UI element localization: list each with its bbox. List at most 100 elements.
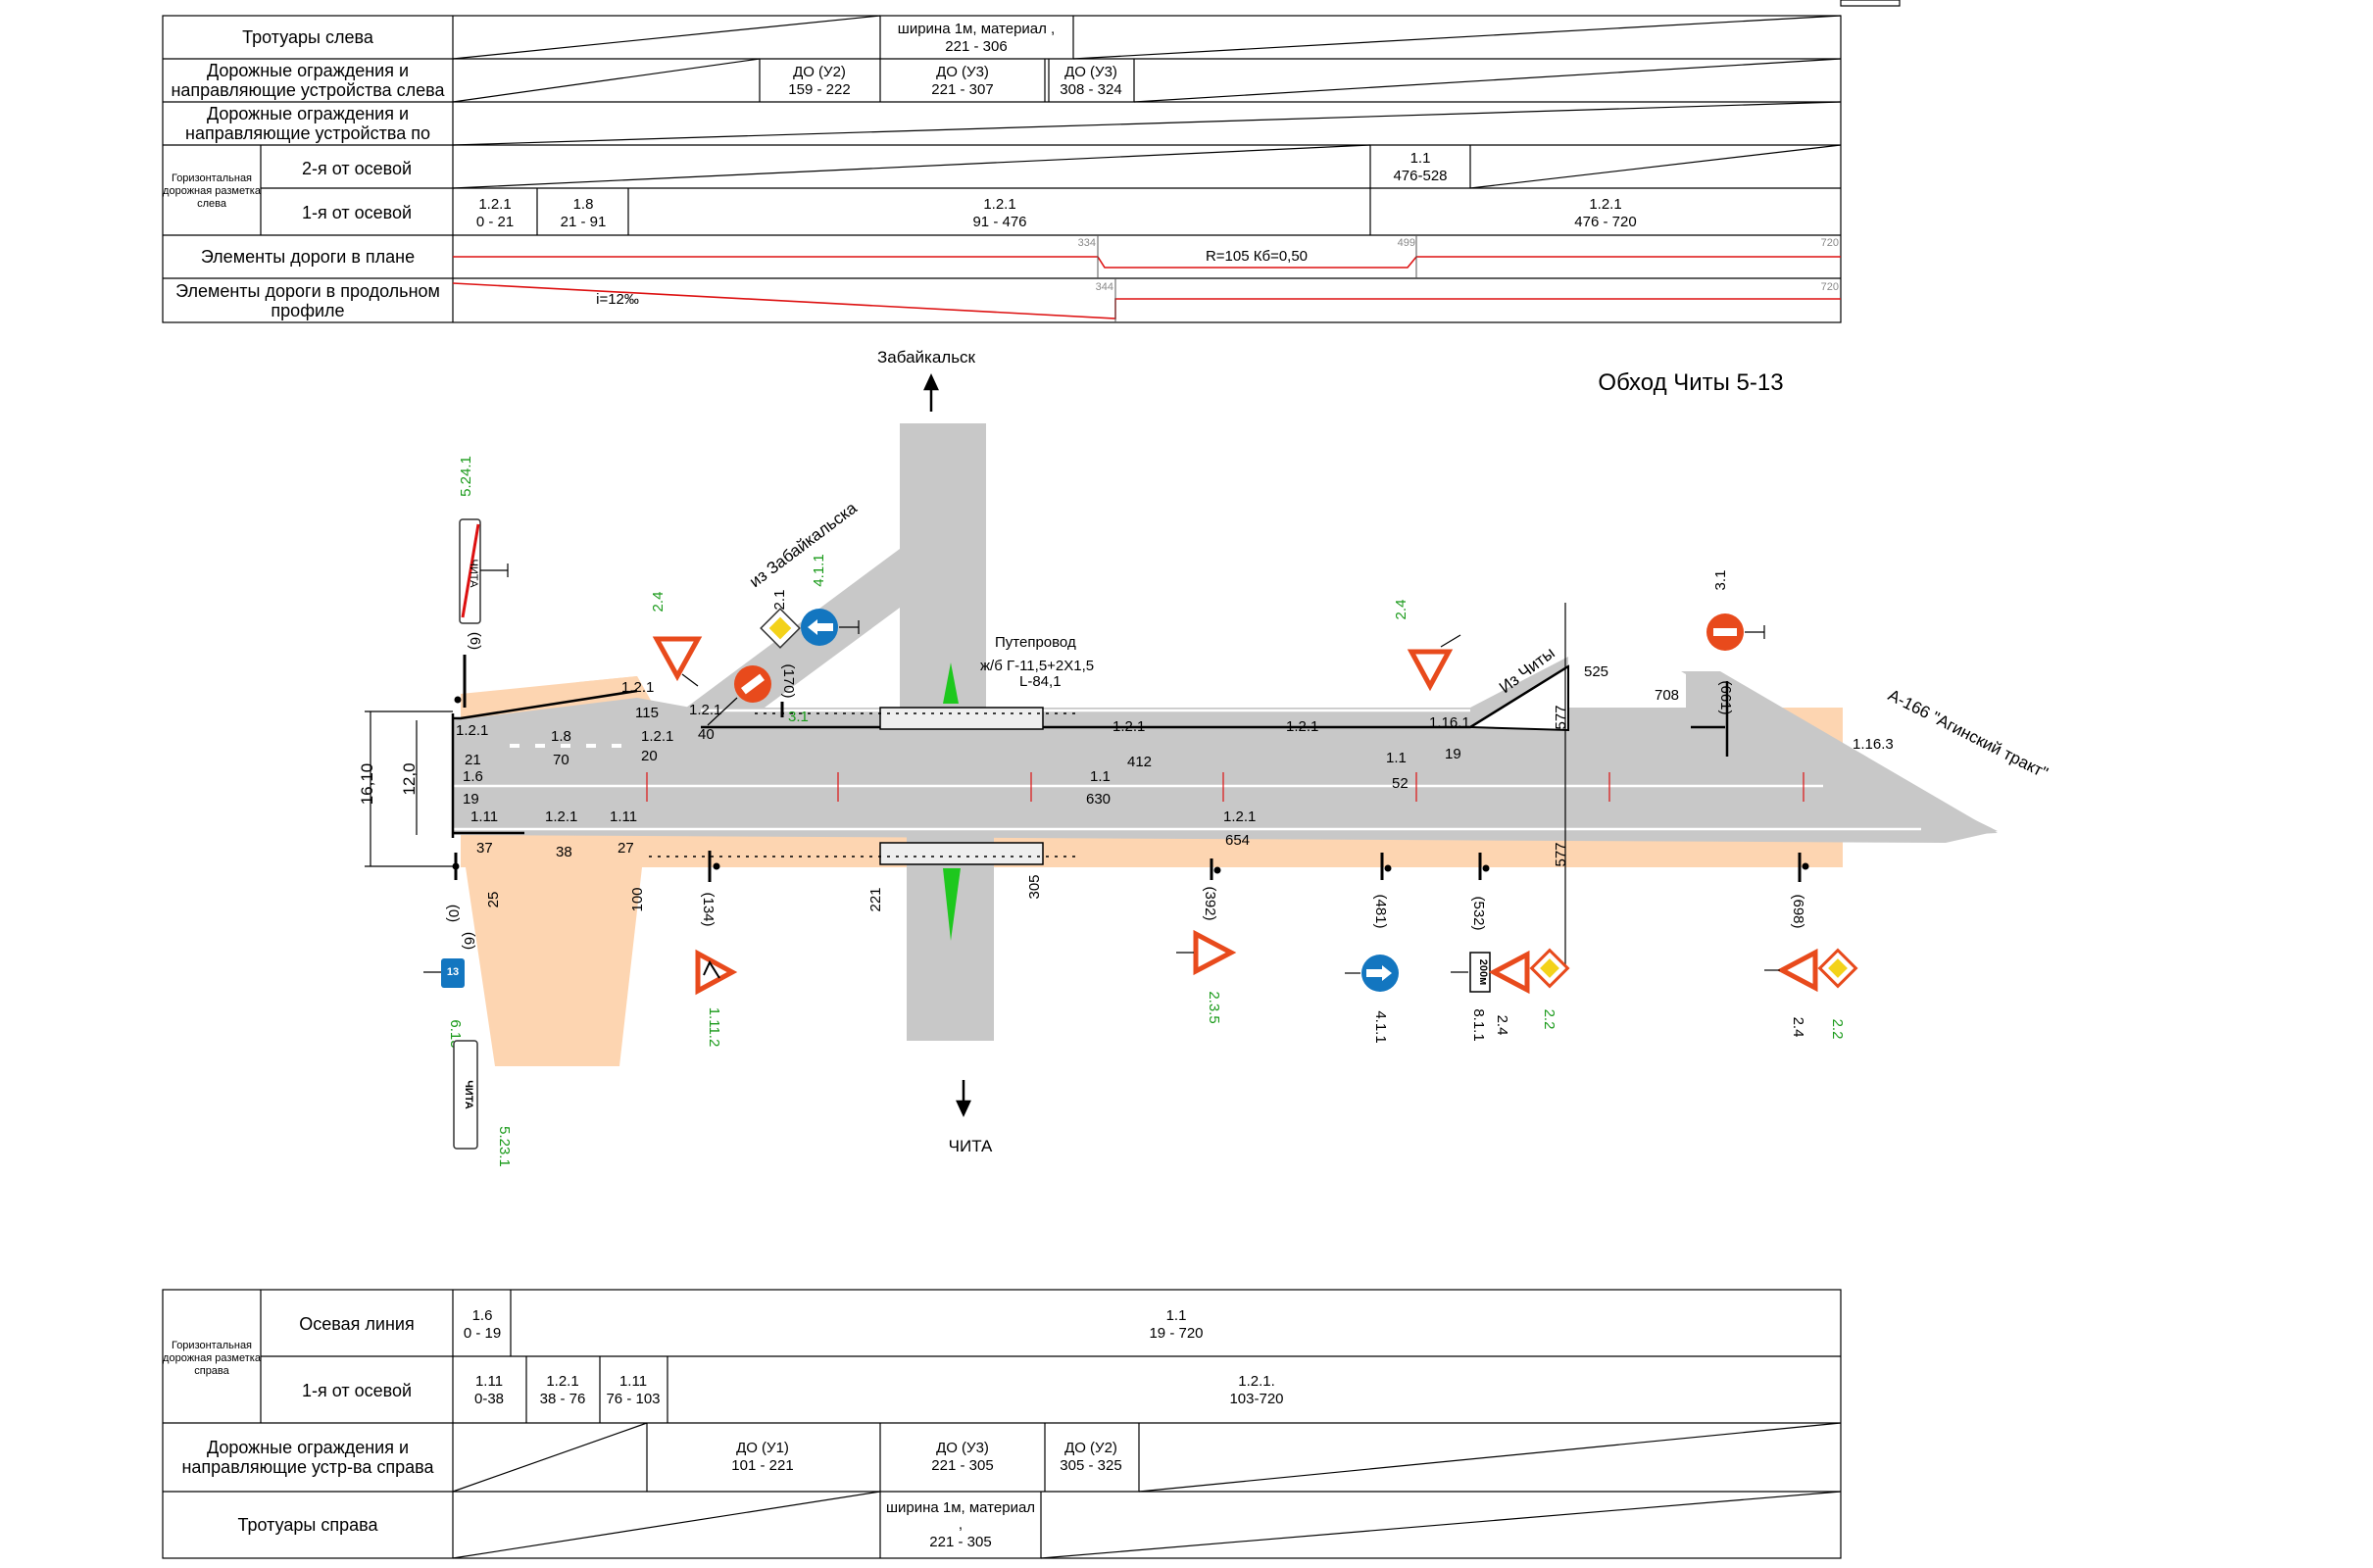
label-sign-6b: (6)	[461, 932, 477, 950]
first-right-4-type: 1.2.1.	[1238, 1373, 1275, 1390]
first-marking-2-type: 1.8	[573, 196, 594, 213]
num-412: 412	[1127, 754, 1152, 770]
num-19b: 19	[1445, 746, 1461, 762]
profile-pk-344: 344	[1096, 281, 1113, 293]
guard-left-3-type: ДО (У3)	[1064, 64, 1117, 80]
label-sign-22-b: 2.2	[1829, 1019, 1846, 1040]
hmark-left-line3: слева	[197, 198, 227, 210]
first-marking-1-range: 0 - 21	[476, 214, 514, 230]
shoulder-lower	[461, 833, 1843, 867]
guard-right-2-range: 221 - 305	[931, 1457, 993, 1474]
sidewalk-right-desc: ширина 1м, материал	[886, 1499, 1035, 1516]
marking-121-f: 1.2.1	[1286, 718, 1318, 735]
sign-235: (392) 2.3.5	[1176, 858, 1237, 1024]
sign-group-5241: ЧИТА 5.24.1 (6)	[454, 456, 509, 708]
row-profile-line1: Элементы дороги в продольном	[175, 281, 440, 301]
marking-1163: 1.16.3	[1853, 736, 1894, 753]
num-221: 221	[867, 887, 884, 911]
num-40: 40	[698, 726, 715, 743]
marking-11-b: 1.1	[1386, 750, 1407, 766]
guard-left-3-range: 308 - 324	[1060, 81, 1121, 98]
label-chita: ЧИТА	[949, 1137, 993, 1155]
sign-811-text: 200м	[1477, 959, 1489, 986]
marking-16: 1.6	[463, 768, 483, 785]
marking-121-g: 1.2.1	[545, 808, 577, 825]
row-sidewalks-left: Тротуары слева	[242, 27, 374, 47]
num-100: 100	[629, 887, 646, 911]
guard-right-3-range: 305 - 325	[1060, 1457, 1121, 1474]
diagram-title: Обход Читы 5-13	[1598, 369, 1783, 396]
axis-2-range: 19 - 720	[1149, 1325, 1203, 1342]
plan-profile-ticks	[1097, 235, 1417, 322]
sign-21: 2.1	[760, 590, 801, 649]
marking-121-c: 1.2.1	[641, 728, 673, 745]
plan-curve-label: R=105 Кб=0,50	[1206, 248, 1308, 265]
dimension-12: 12,0	[400, 762, 419, 795]
first-marking-2-range: 21 - 91	[561, 214, 607, 230]
label-sign-6: (6)	[467, 632, 483, 650]
sidewalk-left-desc: ширина 1м, материал ,	[898, 21, 1055, 37]
row-sidewalks-right: Тротуары справа	[238, 1515, 379, 1535]
first-marking-4-type: 1.2.1	[1589, 196, 1621, 213]
hmark-left-line1: Горизонтальная	[172, 172, 252, 184]
row-plan-elements: Элементы дороги в плане	[201, 247, 415, 267]
label-iz-zabaikalska: из Забайкальска	[746, 498, 861, 591]
hmark-left-line2: дорожная разметка	[163, 185, 262, 197]
first-marking-4-range: 476 - 720	[1574, 214, 1636, 230]
guard-left-1-type: ДО (У2)	[793, 64, 846, 80]
label-sign-24-d: 2.4	[1790, 1017, 1806, 1038]
guard-left-2-type: ДО (У3)	[936, 64, 989, 80]
row-guards-right-line2: направляющие устр-ва справа	[181, 1457, 434, 1477]
shoulder-corner	[461, 676, 655, 708]
profile-pk-720: 720	[1821, 281, 1839, 293]
top-table-text: Тротуары слева Дорожные ограждения и нап…	[163, 21, 1839, 320]
sign-411-a: 4.1.1	[801, 554, 860, 646]
label-sign-24-b: 2.4	[1393, 600, 1409, 620]
plan-profile-lines	[452, 256, 1841, 319]
row-axis-line: Осевая линия	[299, 1314, 414, 1334]
row-profile-line2: профиле	[271, 301, 344, 320]
sign-group-698: (698) 2.4 2.2	[1764, 853, 1858, 1040]
marking-121-a: 1.2.1	[456, 722, 488, 739]
axis-1-range: 0 - 19	[464, 1325, 501, 1342]
overpass-label-1: Путепровод	[995, 634, 1076, 651]
first-marking-1-type: 1.2.1	[478, 196, 511, 213]
overpass-label-2: ж/б Г-11,5+2Х1,5	[980, 658, 1094, 674]
hmark-right-line1: Горизонтальная	[172, 1340, 252, 1351]
num-52: 52	[1392, 775, 1409, 792]
num-20: 20	[641, 748, 658, 764]
crossroad-north	[900, 423, 986, 708]
num-3-1: 3.1	[788, 709, 809, 725]
num-115: 115	[635, 705, 659, 721]
row-first-from-axis-right: 1-я от осевой	[302, 1381, 412, 1400]
label-sign-24-a: 2.4	[650, 592, 667, 612]
label-sign-5241: 5.24.1	[458, 456, 474, 497]
guard-right-1-range: 101 - 221	[731, 1457, 793, 1474]
sign-31-b: 3.1 (661)	[1706, 570, 1765, 715]
num-70: 70	[553, 752, 569, 768]
label-sign-31: 3.1	[1712, 570, 1729, 591]
first-right-2-type: 1.2.1	[546, 1373, 578, 1390]
label-sign-22-a: 2.2	[1541, 1009, 1557, 1030]
second-marking-range: 476-528	[1393, 168, 1447, 184]
plan-pk-334: 334	[1078, 237, 1096, 249]
sign-613-plate	[441, 958, 465, 988]
row-guards-axis-line2: направляющие устройства по	[185, 123, 430, 143]
label-a166: А-166 "Агинский тракт"	[1885, 686, 2051, 783]
label-sign-170: (170)	[780, 663, 797, 698]
label-sign-0: (0)	[445, 905, 462, 922]
a166-branch	[1681, 671, 1998, 835]
axis-2-type: 1.1	[1166, 1307, 1187, 1324]
overpass-marker-south	[943, 868, 961, 941]
num-37: 37	[476, 840, 493, 857]
dimension-16: 16,10	[358, 763, 376, 806]
sign-31-a: (170)	[707, 663, 797, 726]
label-sign-481: (481)	[1372, 894, 1389, 928]
plan-pk-499: 499	[1398, 237, 1415, 249]
num-21: 21	[465, 752, 481, 768]
first-marking-3-range: 91 - 476	[972, 214, 1026, 230]
label-sign-5231: 5.23.1	[496, 1126, 513, 1167]
first-right-1-range: 0-38	[474, 1391, 504, 1407]
